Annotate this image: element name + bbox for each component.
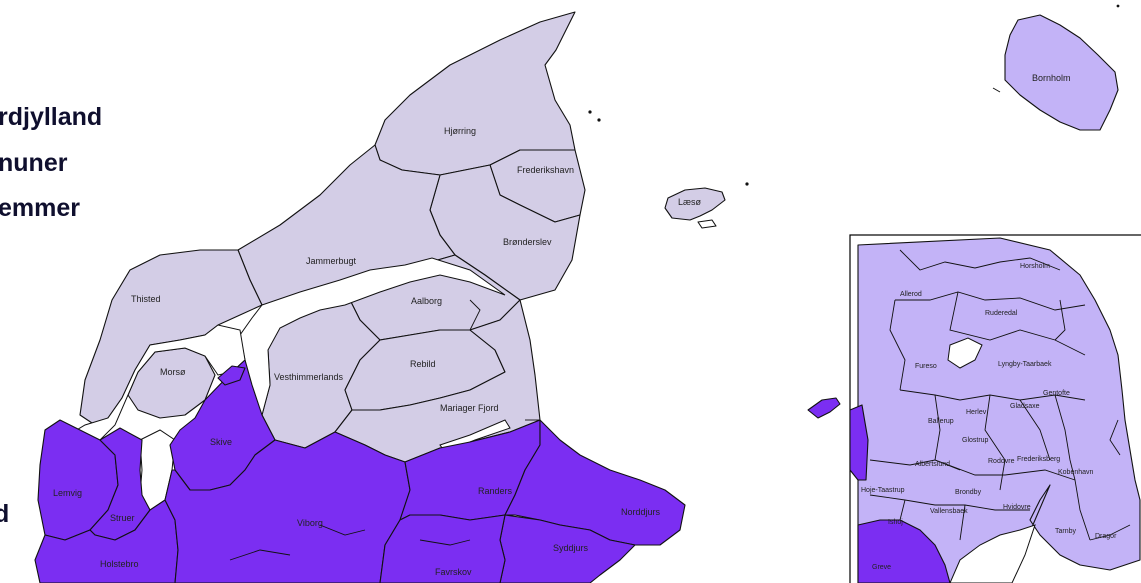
label-favrskov: Favrskov bbox=[435, 567, 472, 577]
label-syddjurs: Syddjurs bbox=[553, 543, 589, 553]
copenhagen-inset bbox=[849, 234, 1141, 583]
inset-water bbox=[949, 524, 1036, 583]
label-hoje-taastrup: Hoje-Taastrup bbox=[861, 487, 905, 494]
islet-speck-1 bbox=[588, 110, 592, 114]
label-taarnby: Tarnby bbox=[1055, 528, 1077, 535]
label-dragor: Dragor bbox=[1095, 533, 1117, 540]
label-frederikshavn: Frederikshavn bbox=[517, 165, 574, 175]
label-herlev: Herlev bbox=[966, 409, 987, 416]
region-laeso[interactable] bbox=[664, 187, 726, 221]
label-kobenhavn: Kobenhavn bbox=[1058, 469, 1094, 476]
inset-region-greve[interactable] bbox=[857, 519, 951, 583]
bornholm-islet bbox=[992, 87, 1001, 93]
label-hjorring: Hjørring bbox=[444, 126, 476, 136]
region-labels: Hjørring Frederikshavn Læsø Brønderslev … bbox=[53, 73, 1071, 577]
bornholm-speck bbox=[1116, 4, 1120, 8]
label-thisted: Thisted bbox=[131, 294, 161, 304]
label-rebild: Rebild bbox=[410, 359, 436, 369]
label-fureso: Fureso bbox=[915, 363, 937, 370]
label-glostrup: Glostrup bbox=[962, 437, 989, 444]
label-gentofte: Gentofte bbox=[1043, 390, 1070, 397]
inset-west-strip bbox=[849, 404, 869, 481]
label-albertslund: Albertslund bbox=[915, 461, 950, 468]
label-randers: Randers bbox=[478, 486, 513, 496]
label-bornholm: Bornholm bbox=[1032, 73, 1071, 83]
laeso-islet bbox=[697, 219, 717, 229]
map-title-line-1: rdjylland bbox=[0, 103, 103, 131]
label-viborg: Viborg bbox=[297, 518, 323, 528]
inset-labels: Horsholm Allerod Ruderedal Fureso Lyngby… bbox=[861, 263, 1117, 571]
region-purple-islet bbox=[807, 397, 841, 419]
label-norddjurs: Norddjurs bbox=[621, 507, 661, 517]
inset-land bbox=[857, 237, 1141, 583]
inset-lake bbox=[947, 337, 983, 369]
label-brondby: Brondby bbox=[955, 489, 982, 496]
label-frederiksberg: Frederiksberg bbox=[1017, 456, 1060, 463]
label-allerod: Allerod bbox=[900, 291, 922, 298]
islet-speck-2 bbox=[597, 118, 601, 122]
label-ballerup: Ballerup bbox=[928, 418, 954, 425]
label-mariagerfjord: Mariager Fjord bbox=[440, 403, 499, 413]
label-skive: Skive bbox=[210, 437, 232, 447]
label-vesthimmerlands: Vesthimmerlands bbox=[274, 372, 344, 382]
label-jammerbugt: Jammerbugt bbox=[306, 256, 357, 266]
north-jutland-region bbox=[79, 11, 586, 463]
label-greve: Greve bbox=[872, 564, 891, 571]
label-rudersdal: Ruderedal bbox=[985, 310, 1018, 317]
mid-jutland-region bbox=[34, 359, 686, 583]
region-favrskov[interactable] bbox=[379, 514, 506, 583]
label-morso: Morsø bbox=[160, 367, 186, 377]
label-ishoj: Ishoj bbox=[888, 519, 903, 526]
label-holstebro: Holstebro bbox=[100, 559, 139, 569]
internal-borders bbox=[229, 299, 540, 561]
map-title-line-2: nuner bbox=[0, 149, 68, 177]
region-skive-islet bbox=[217, 365, 246, 386]
region-bornholm[interactable] bbox=[1004, 14, 1119, 131]
islet-speck-3 bbox=[745, 182, 749, 186]
label-horsholm: Horsholm bbox=[1020, 263, 1050, 270]
label-rodovre: Rodovre bbox=[988, 458, 1015, 465]
label-gladsaxe: Gladsaxe bbox=[1010, 403, 1040, 410]
label-struer: Struer bbox=[110, 513, 135, 523]
label-hvidovre: Hvidovre bbox=[1003, 504, 1031, 511]
region-holstebro[interactable] bbox=[34, 499, 179, 583]
label-aalborg: Aalborg bbox=[411, 296, 442, 306]
label-bronderslev: Brønderslev bbox=[503, 237, 552, 247]
label-laeso: Læsø bbox=[678, 197, 702, 207]
label-lemvig: Lemvig bbox=[53, 488, 82, 498]
label-vallensbaek: Vallensbaek bbox=[930, 508, 968, 515]
label-lyngby: Lyngby-Taarbaek bbox=[998, 361, 1052, 368]
map-title-line-4: d bbox=[0, 500, 10, 528]
map-title-line-3: emmer bbox=[0, 194, 80, 222]
region-viborg[interactable] bbox=[164, 431, 411, 583]
